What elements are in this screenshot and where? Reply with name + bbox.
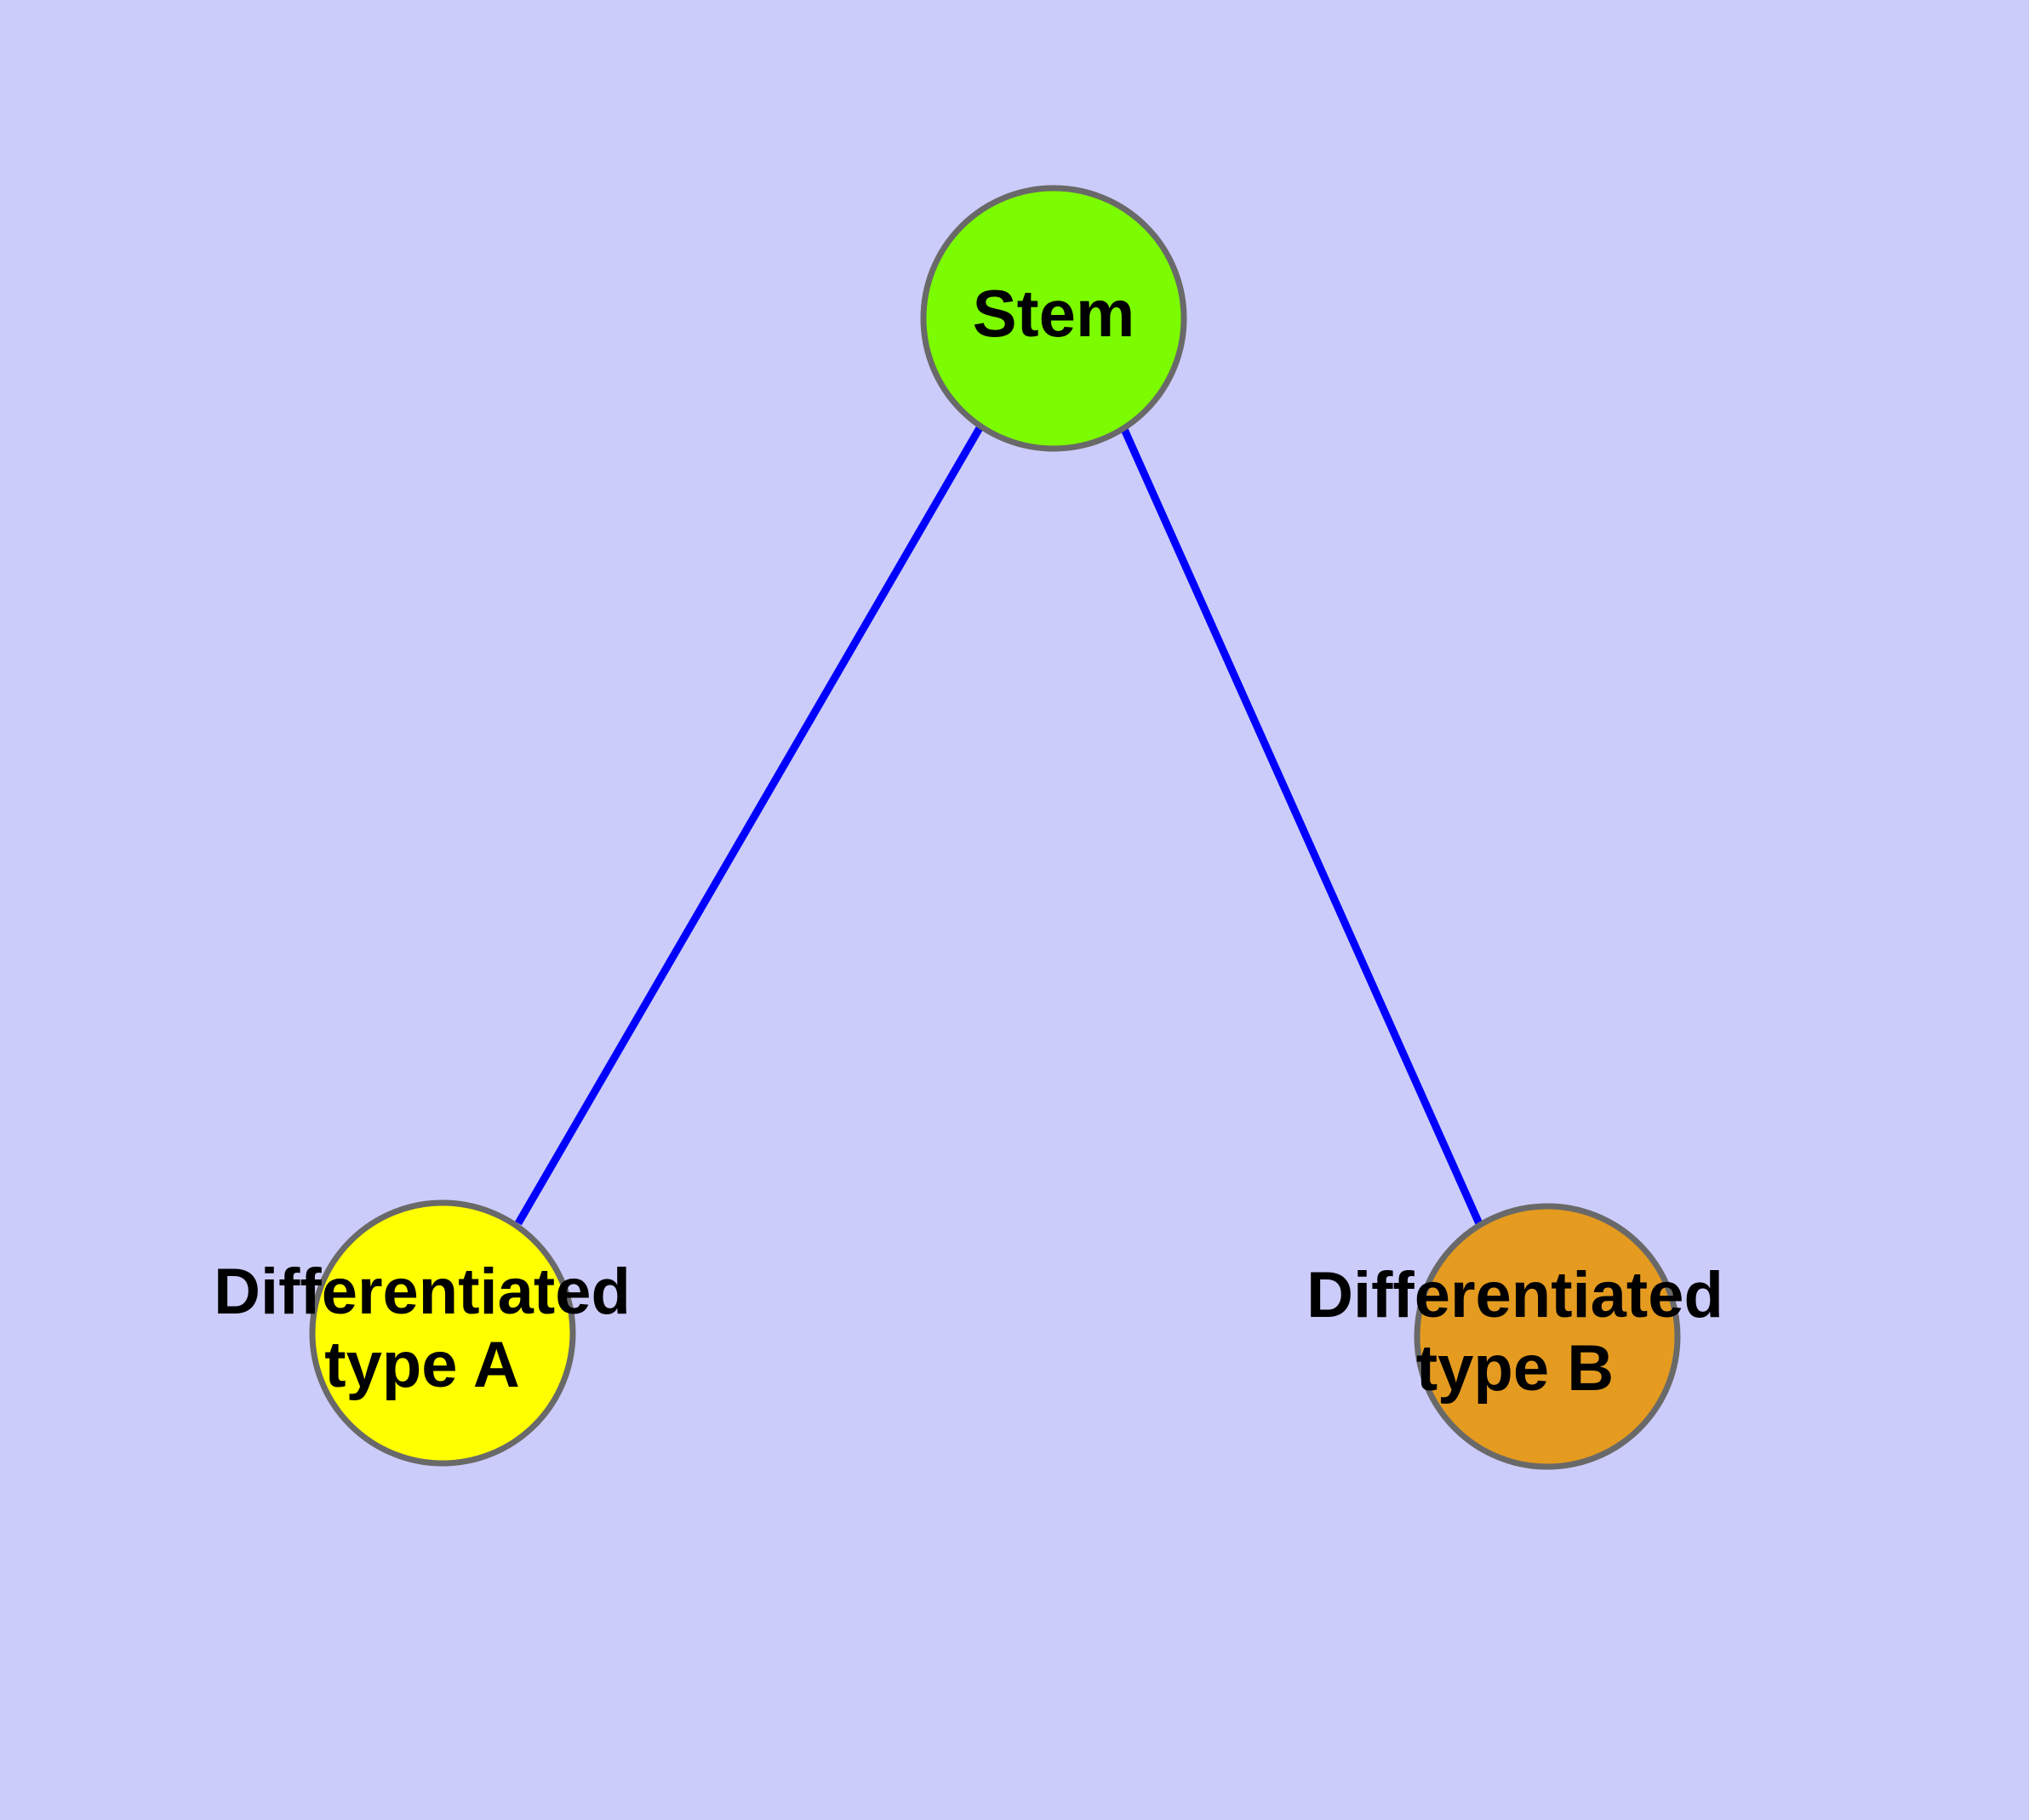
nodes-group — [309, 185, 1681, 1470]
node-label-stem: Stem — [973, 276, 1135, 351]
node-label-line: type B — [1416, 1332, 1614, 1405]
node-label-line: Differentiated — [214, 1256, 631, 1328]
graph-edge — [515, 424, 984, 1226]
graph-node-diff-a[interactable] — [309, 1199, 576, 1467]
edges-group — [515, 424, 1485, 1229]
graph-node-diff-b[interactable] — [1414, 1203, 1681, 1470]
graph-node-stem[interactable] — [920, 185, 1187, 452]
node-label-line: Stem — [973, 276, 1135, 351]
graph-edge — [1119, 426, 1485, 1229]
node-label-line: type A — [324, 1329, 519, 1401]
node-label-line: Differentiated — [1306, 1259, 1723, 1331]
